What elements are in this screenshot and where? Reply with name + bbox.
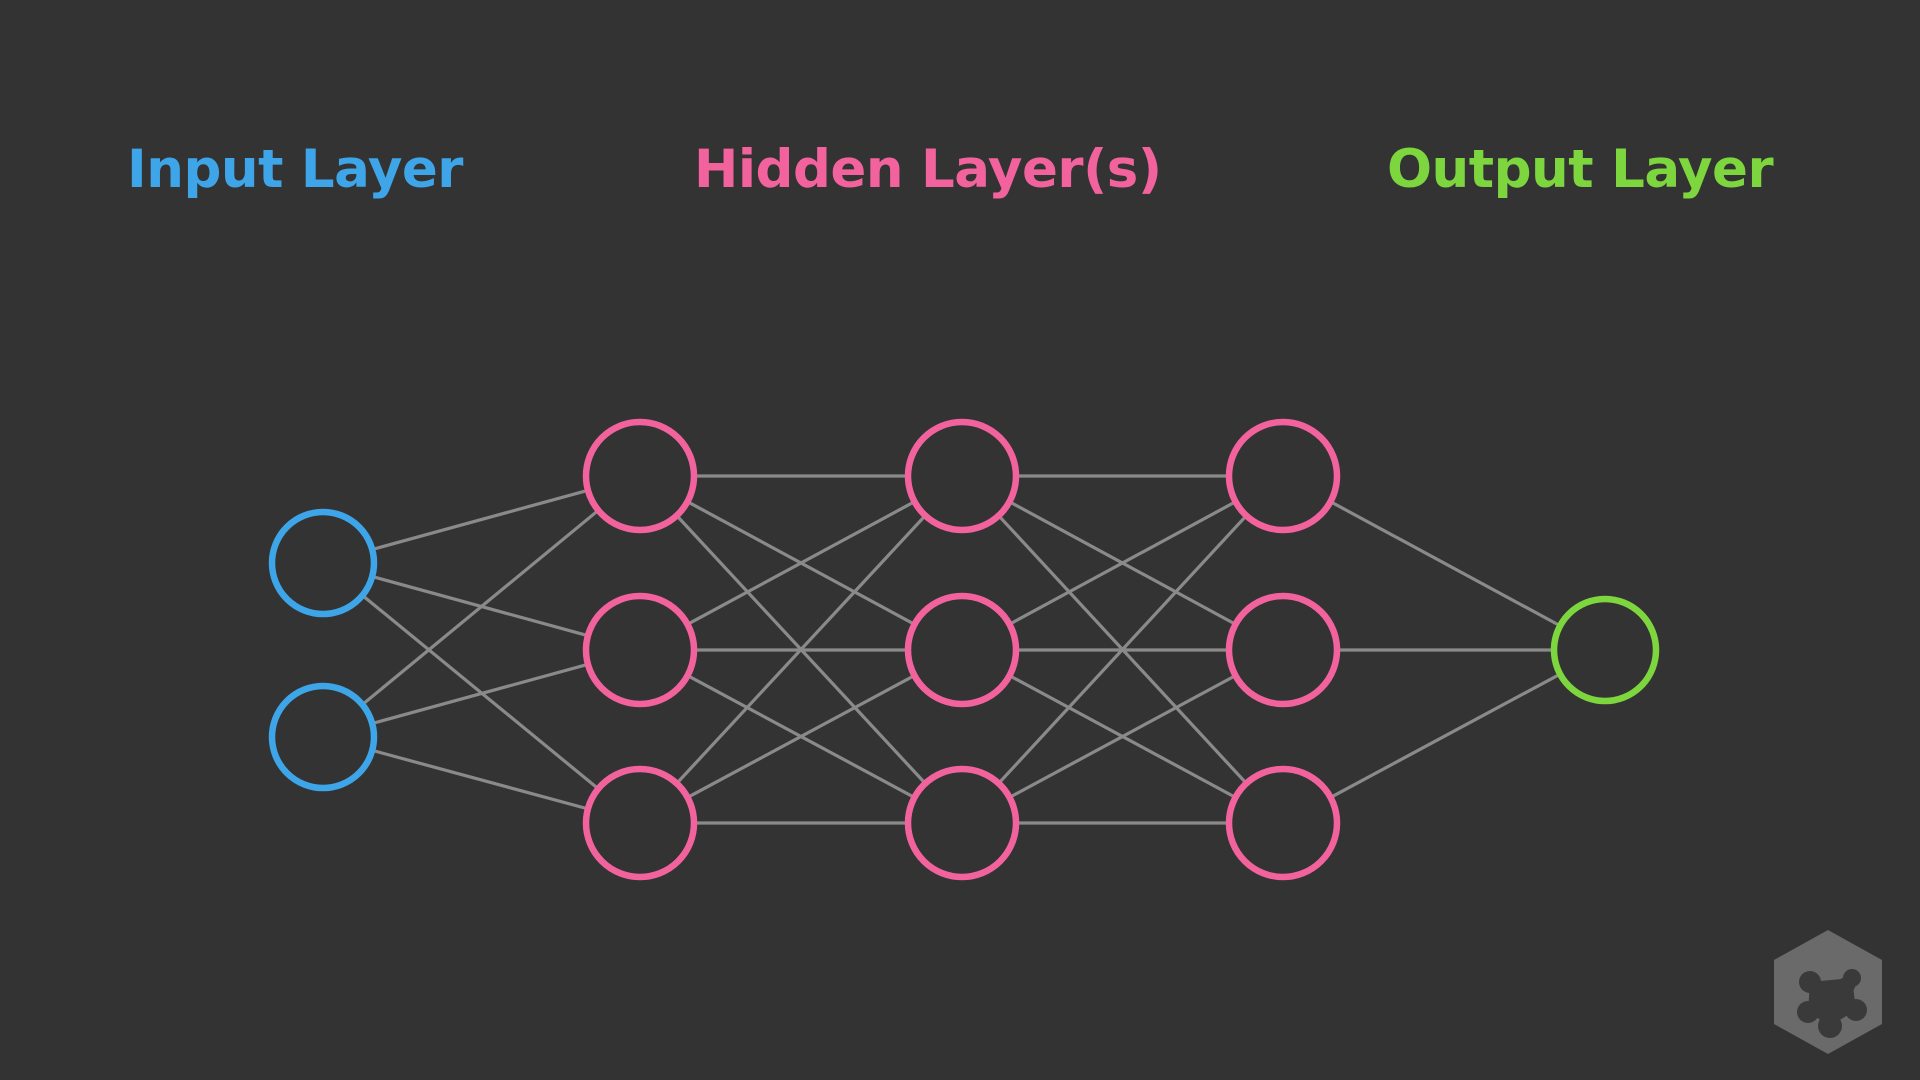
edge-i1-h1-1 — [369, 488, 591, 552]
node-h3-2[interactable] — [1225, 592, 1341, 708]
node-h2-2[interactable] — [904, 592, 1020, 708]
hexagon-neuron-logo-icon — [1774, 930, 1882, 1054]
edge-h3-3-o1 — [1328, 672, 1563, 800]
node-h1-1[interactable] — [582, 418, 698, 534]
node-h2-3[interactable] — [904, 765, 1020, 881]
node-h3-1[interactable] — [1225, 418, 1341, 534]
node-o1[interactable] — [1550, 595, 1660, 705]
node-i1[interactable] — [268, 508, 378, 618]
node-h2-1[interactable] — [904, 418, 1020, 534]
edge-i2-h1-3 — [369, 748, 591, 811]
edge-h2-3-h3-1 — [996, 513, 1249, 786]
edge-h1-2-h2-1 — [685, 499, 917, 627]
node-h3-3[interactable] — [1225, 765, 1341, 881]
node-h1-3[interactable] — [582, 765, 698, 881]
edge-i2-h1-1 — [360, 508, 601, 707]
edge-h1-3-h2-1 — [674, 513, 928, 786]
edges-group — [360, 474, 1563, 825]
nodes-group — [268, 418, 1660, 881]
node-i2[interactable] — [268, 682, 378, 792]
edge-h3-1-o1 — [1328, 499, 1563, 628]
edge-h1-3-h2-2 — [685, 673, 917, 800]
edge-h2-3-h3-2 — [1007, 673, 1238, 800]
edge-i1-h1-3 — [360, 593, 601, 791]
edge-i2-h1-2 — [369, 662, 591, 726]
node-h1-2[interactable] — [582, 592, 698, 708]
edge-h2-2-h3-1 — [1006, 499, 1239, 627]
